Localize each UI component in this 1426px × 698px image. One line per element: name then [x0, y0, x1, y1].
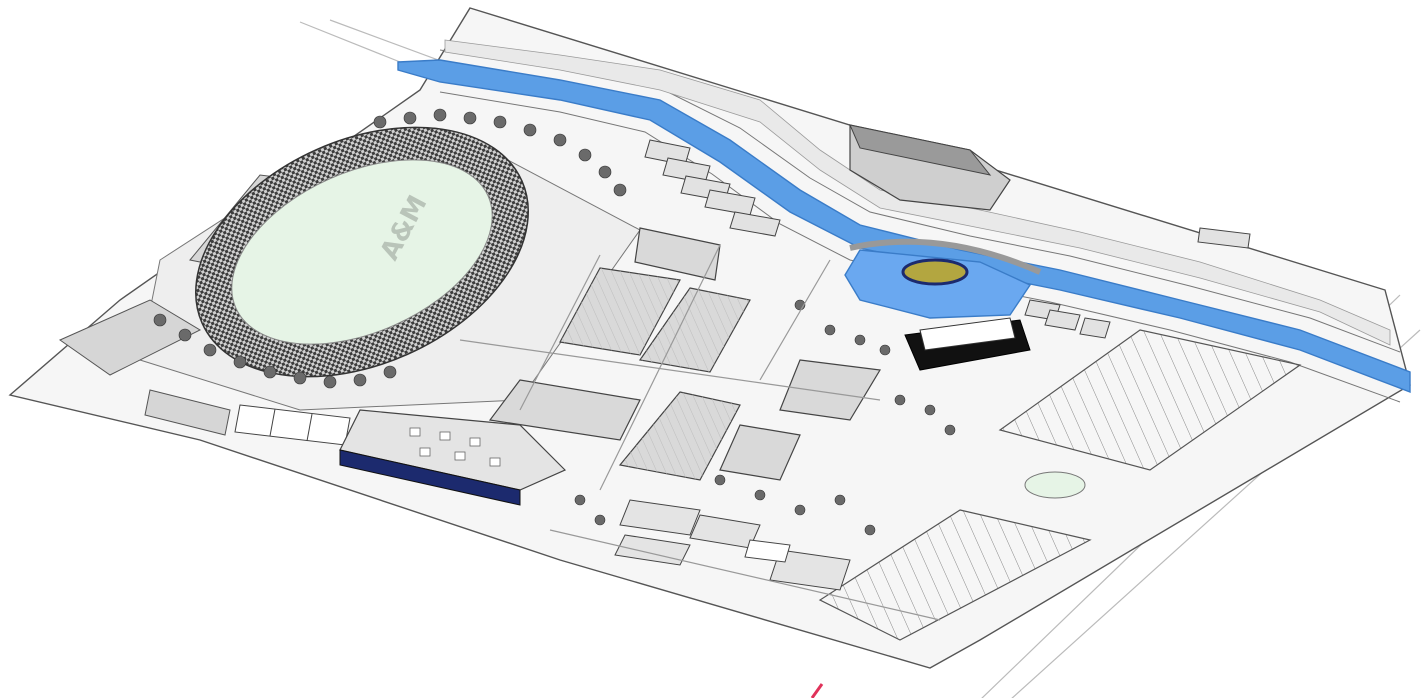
- pond-bridge: [849, 238, 1042, 275]
- campus-paths: [459, 244, 941, 621]
- dormitory-tower: [634, 227, 721, 281]
- parking-lot-upper: [998, 329, 1302, 471]
- housing-units: [644, 139, 781, 237]
- building-e: [719, 424, 801, 481]
- river-canal: [397, 59, 1411, 394]
- infield-grass: [231, 159, 493, 345]
- arena-building: [849, 124, 1011, 211]
- south-residences: [614, 499, 851, 591]
- accent-mark: [810, 683, 824, 698]
- roundabout: [1024, 471, 1086, 499]
- pond-island: [901, 258, 969, 286]
- trees: [153, 108, 956, 536]
- utility-buildings: [1024, 227, 1251, 339]
- pond: [844, 238, 1042, 319]
- building-f: [779, 359, 881, 421]
- glass-facade: [339, 449, 521, 506]
- bank-vegetation: [444, 39, 1391, 346]
- gymnasium: [339, 409, 567, 506]
- dark-hall: [904, 317, 1031, 371]
- courtyard-pavilion: [744, 539, 791, 563]
